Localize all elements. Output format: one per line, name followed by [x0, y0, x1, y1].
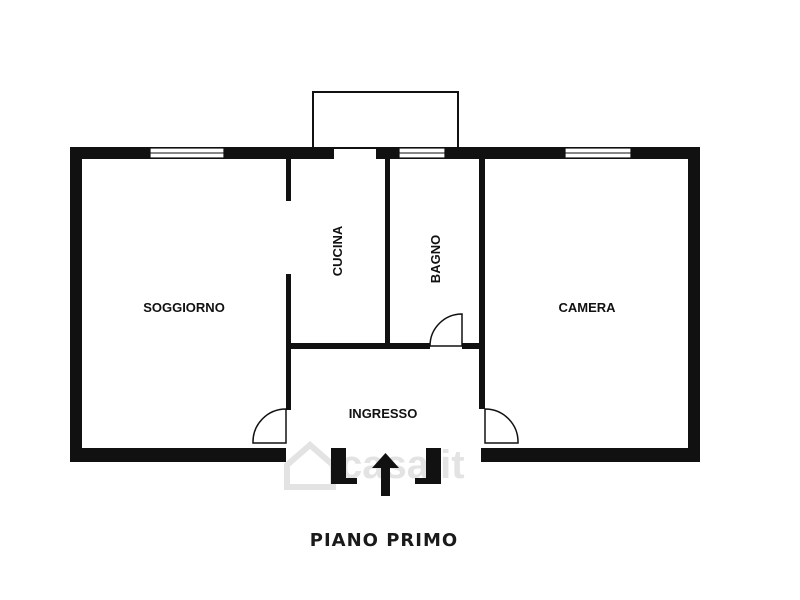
room-label-cucina: CUCINA	[330, 225, 345, 276]
doors	[252, 313, 519, 444]
ingresso-right-door	[484, 408, 519, 444]
watermark-text: casa.it	[340, 443, 465, 487]
watermark: casa.it	[284, 441, 465, 490]
exterior-walls	[70, 147, 700, 462]
room-label-ingresso: INGRESSO	[349, 406, 418, 421]
interior-walls	[286, 159, 485, 410]
room-label-soggiorno: SOGGIORNO	[143, 300, 225, 315]
ingresso-left-door	[252, 408, 287, 444]
windows	[149, 147, 632, 159]
bagno-door	[429, 313, 463, 347]
house-logo-icon	[284, 441, 336, 490]
room-label-bagno: BAGNO	[428, 235, 443, 283]
balcony	[312, 91, 459, 149]
room-label-camera: CAMERA	[558, 300, 616, 315]
entrance-arrow-icon	[372, 453, 399, 496]
floor-title: PIANO PRIMO	[310, 530, 458, 551]
entrance	[331, 448, 441, 484]
